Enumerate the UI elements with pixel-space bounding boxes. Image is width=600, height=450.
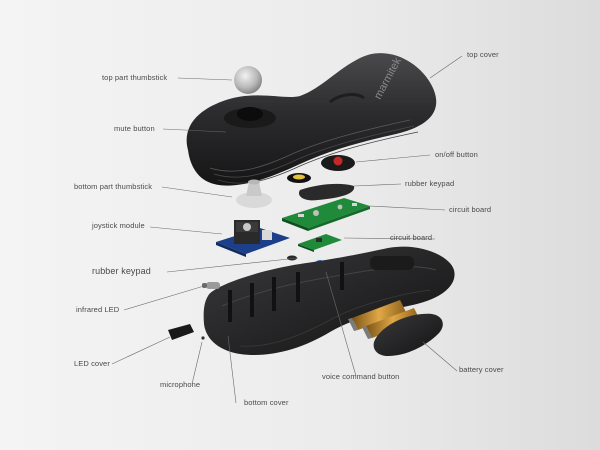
label-bottom-cover: bottom cover [244,398,289,407]
rubber-keypad-left-part [287,255,297,261]
label-circuit-board-lower: circuit board [390,233,433,242]
label-infrared-led: infrared LED [76,305,120,314]
bottom-cover-part [203,246,455,356]
on-off-button-part [321,155,355,171]
leader-lines [111,55,463,404]
top-thumbstick-ball [234,66,262,94]
led-cover-part [168,324,194,340]
label-rubber-keypad-left: rubber keypad [92,266,151,276]
label-led-cover: LED cover [74,359,110,368]
bottom-thumbstick-part [236,179,272,208]
label-joystick-module: joystick module [92,221,145,230]
rubber-keypad-right-part [287,173,355,201]
label-top-part-thumbstick: top part thumbstick [102,73,168,82]
label-mute-button: mute button [114,124,155,133]
label-circuit-board-upper: circuit board [449,205,492,214]
joystick-module-part [216,220,290,257]
label-top-cover: top cover [467,50,499,59]
top-cover-part: marmitek [186,53,437,186]
label-rubber-keypad-right: rubber keypad [405,179,455,188]
battery-cover-part [373,313,443,356]
label-microphone: microphone [160,380,201,389]
circuit-board-upper-part [282,198,370,231]
infrared-led-part [202,282,220,289]
label-on-off-button: on/off button [435,150,478,159]
label-battery-cover: battery cover [459,365,504,374]
microphone-part [201,336,205,340]
label-bottom-part-thumbstick: bottom part thumbstick [74,182,153,191]
label-voice-command-button: voice command button [322,372,400,381]
circuit-board-lower-part [298,234,342,252]
